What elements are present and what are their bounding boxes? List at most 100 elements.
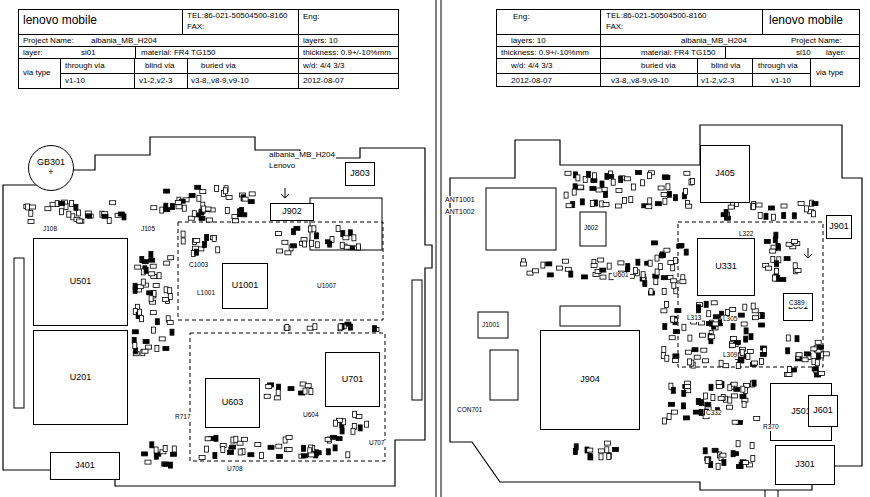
title-cell: v1-10 (64, 77, 86, 85)
grid-line (18, 46, 398, 47)
title-cell: v1-10 (770, 77, 792, 85)
smd-pad (333, 445, 337, 451)
part-label: albania_MB_H204 (268, 151, 336, 159)
smd-pad (740, 394, 746, 398)
smd-pad (686, 204, 692, 208)
smd-pad (787, 366, 791, 372)
smd-pad (764, 239, 770, 243)
smd-pad (731, 324, 735, 330)
smd-pad (817, 353, 821, 359)
smd-pad (155, 345, 159, 351)
smd-pad (238, 449, 242, 455)
smd-pad (625, 177, 631, 181)
smd-pad (682, 390, 686, 396)
part-name: GB301 (37, 158, 65, 168)
component-outline (478, 312, 508, 338)
smd-pad (781, 204, 787, 208)
grid-line (496, 58, 860, 59)
smd-pad (709, 384, 713, 390)
smd-pad (725, 310, 729, 316)
smd-pad (59, 201, 65, 205)
smd-pad (565, 267, 571, 271)
title-cell: via type (22, 69, 52, 77)
smd-pad (541, 262, 545, 268)
smd-pad (671, 265, 675, 271)
smd-pad (815, 340, 821, 344)
smd-pad (259, 452, 263, 458)
smd-pad (776, 243, 780, 249)
component-box: U331 (697, 238, 755, 296)
smd-pad (740, 349, 744, 355)
smd-pad (641, 272, 645, 278)
smd-pad (700, 333, 706, 337)
smd-pad (77, 219, 83, 223)
title-cell: thickness: 0.9+/-10%mm (302, 49, 392, 57)
smd-pad (315, 233, 319, 239)
smd-pad (138, 309, 142, 315)
component-box: U501 (33, 238, 128, 326)
part-name: + (48, 168, 53, 178)
smd-pad (699, 321, 705, 325)
smd-pad (268, 445, 274, 449)
title-cell: si10 (795, 49, 812, 57)
smd-pad (167, 321, 173, 325)
smd-pad (751, 455, 755, 461)
smd-pad (717, 384, 723, 388)
smd-pad (671, 387, 675, 393)
title-cell: Project Name: (22, 37, 75, 45)
title-cell: v1-2,v2-3 (138, 77, 173, 85)
part-label: U707 (368, 440, 386, 447)
smd-pad (163, 446, 167, 452)
title-cell: v3-8,,v8-9,v9-10 (610, 77, 670, 85)
antenna-pad (486, 188, 556, 250)
smd-pad (812, 211, 816, 217)
part-label: J602 (583, 225, 599, 232)
smd-pad (760, 359, 764, 365)
smd-pad (330, 435, 336, 439)
smd-pad (703, 393, 707, 399)
smd-pad (566, 204, 572, 208)
title-cell: through via (757, 62, 799, 70)
component-outline (490, 350, 518, 400)
smd-pad (574, 444, 578, 450)
smd-pad (663, 176, 669, 180)
smd-pad (603, 203, 609, 207)
title-grid-right (496, 9, 860, 87)
smd-pad (248, 200, 254, 204)
smd-pad (348, 324, 352, 330)
title-cell: TEL:86-021-50504500-8160 (186, 12, 289, 20)
smd-pad (192, 211, 196, 217)
smd-pad (172, 446, 176, 452)
smd-pad (654, 279, 658, 285)
smd-pad (229, 445, 235, 449)
smd-pad (682, 403, 686, 409)
title-cell: 2012-08-07 (302, 77, 345, 85)
smd-pad (144, 267, 148, 273)
smd-pad (746, 353, 750, 359)
smd-pad (181, 238, 185, 244)
smd-pad (110, 201, 116, 205)
smd-pad (663, 324, 667, 330)
smd-pad (234, 436, 238, 442)
smd-pad (658, 186, 664, 190)
smd-pad (664, 248, 670, 252)
smd-pad (143, 340, 149, 344)
smd-pad (754, 416, 760, 420)
smd-pad (786, 335, 790, 341)
pin1-arrow (804, 248, 812, 258)
part-name: U1001 (232, 281, 259, 291)
part-label: ANT1002 (444, 208, 476, 215)
smd-pad (309, 453, 315, 457)
smd-pad (205, 235, 209, 241)
smd-pad (182, 205, 186, 211)
smd-pad (122, 214, 126, 220)
smd-pad (611, 179, 615, 185)
smd-pad (159, 337, 165, 341)
component-box: U1001 (222, 263, 268, 309)
title-cell: layers: 10 (510, 37, 547, 45)
title-cell: material: FR4 TG150 (140, 49, 217, 57)
smd-pad (712, 448, 718, 452)
smd-pad (157, 273, 161, 279)
smd-pad (146, 345, 152, 349)
title-cell: blind via (144, 62, 175, 70)
